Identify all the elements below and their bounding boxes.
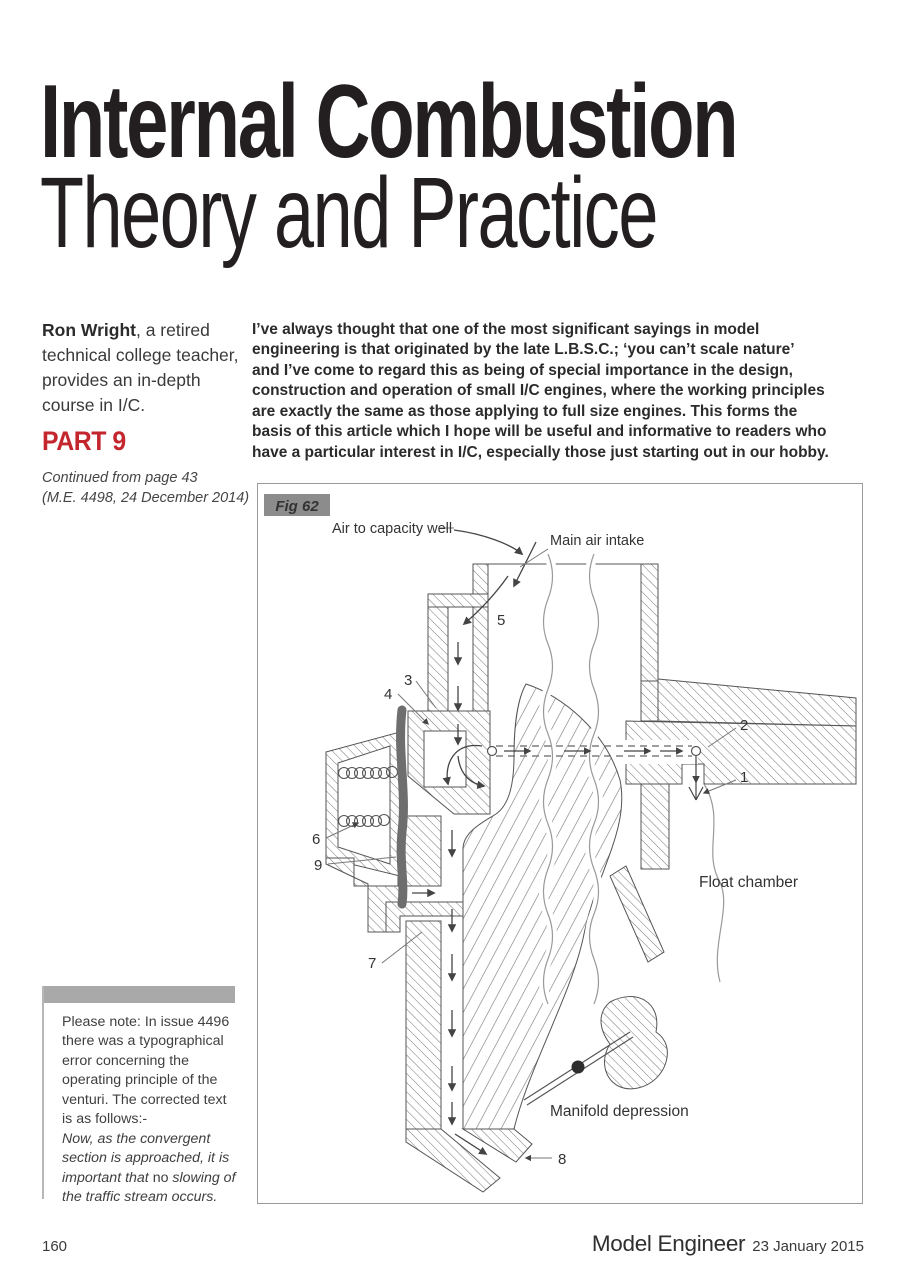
erratum-corrected-text-b: slowing of the traffic stream occurs. bbox=[62, 1169, 236, 1206]
break-lines bbox=[539, 552, 603, 1006]
footer-imprint: Model Engineer 23 January 2015 bbox=[592, 1231, 864, 1257]
callout-8: 8 bbox=[558, 1151, 566, 1168]
figure-label-text: Fig 62 bbox=[275, 498, 319, 515]
author-intro: Ron Wright, a retired technical college … bbox=[42, 318, 247, 417]
callout-leaders bbox=[325, 527, 737, 1162]
part-label: PART 9 bbox=[42, 426, 126, 456]
label-air-to-capacity-well: Air to capacity well bbox=[332, 521, 452, 537]
erratum-note-intro: Please note: In issue 4496 there was a t… bbox=[62, 1014, 230, 1128]
needle-spring-coils bbox=[337, 765, 399, 828]
figure-label: Fig 62 bbox=[264, 494, 330, 516]
carburettor-diagram: Fig 62 Air to capacity well Main air int… bbox=[264, 494, 857, 1193]
callout-7: 7 bbox=[368, 955, 376, 972]
callout-3: 3 bbox=[404, 672, 412, 689]
page-number: 160 bbox=[42, 1238, 68, 1255]
erratum-emphasis: no bbox=[152, 1169, 169, 1186]
issue-date: 23 January 2015 bbox=[752, 1238, 864, 1255]
article-title-line1: Internal Combustion bbox=[40, 64, 739, 180]
callout-5: 5 bbox=[497, 612, 505, 629]
erratum-corrected-text-a: Now, as the convergent section is approa… bbox=[62, 1130, 230, 1186]
callout-1: 1 bbox=[740, 769, 748, 786]
throttle-butterfly bbox=[523, 1031, 634, 1106]
figure-callout-numbers: 1 2 3 4 5 6 7 8 9 bbox=[312, 612, 748, 1168]
callout-9: 9 bbox=[314, 857, 322, 874]
diaphragm bbox=[396, 705, 408, 909]
erratum-note: Please note: In issue 4496 there was a t… bbox=[62, 1013, 240, 1208]
continued-from-note: Continued from page 43 (M.E. 4498, 24 De… bbox=[42, 470, 250, 507]
label-manifold-depression: Manifold depression bbox=[550, 1103, 689, 1120]
figure-62-frame: Fig 62 Air to capacity well Main air int… bbox=[257, 483, 863, 1204]
callout-6: 6 bbox=[312, 831, 320, 848]
magazine-title: Model Engineer bbox=[591, 1231, 746, 1256]
float-chamber-outline bbox=[703, 783, 725, 983]
fuel-jet-mark bbox=[688, 756, 704, 801]
figure-annotations: Air to capacity well Main air intake Flo… bbox=[332, 521, 798, 1120]
lead-paragraph: I’ve always thought that one of the most… bbox=[252, 321, 829, 461]
label-main-air-intake: Main air intake bbox=[550, 533, 644, 549]
fuel-level-lines bbox=[486, 745, 702, 757]
note-box-left-rule bbox=[42, 986, 44, 1199]
callout-2: 2 bbox=[740, 717, 748, 734]
label-float-chamber: Float chamber bbox=[699, 874, 798, 891]
callout-4: 4 bbox=[384, 686, 392, 703]
author-description: , a retired technical college teacher, p… bbox=[42, 320, 239, 415]
note-box-bar bbox=[42, 986, 235, 1003]
article-title-line2: Theory and Practice bbox=[40, 157, 658, 269]
author-name: Ron Wright bbox=[42, 320, 136, 340]
